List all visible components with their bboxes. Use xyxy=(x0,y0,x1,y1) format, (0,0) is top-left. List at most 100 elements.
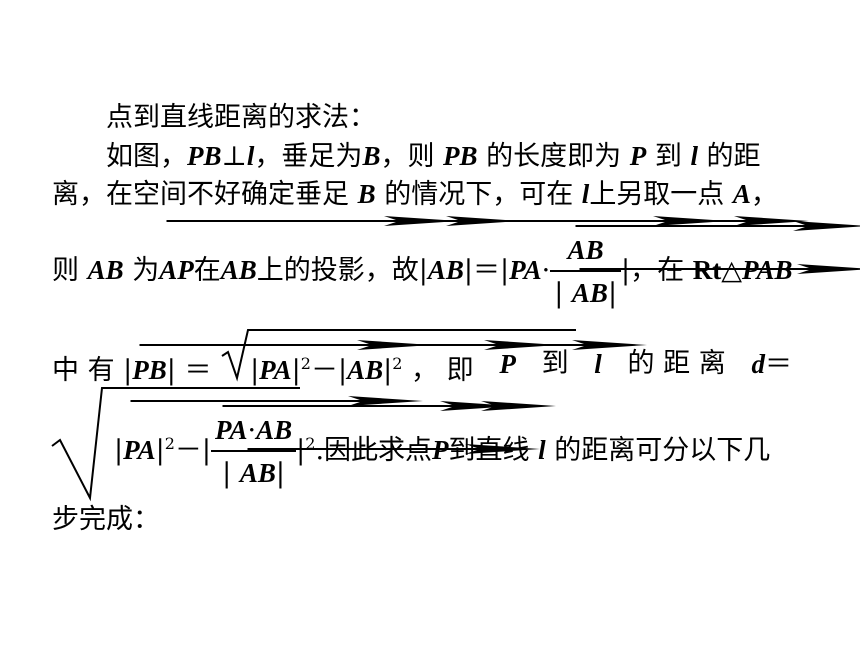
vector-label: AB xyxy=(220,255,257,285)
fraction-bar xyxy=(550,269,622,272)
text: |＝| xyxy=(463,255,510,286)
abs-bar: | xyxy=(155,435,165,466)
vector-label: AB xyxy=(571,277,608,308)
math-l: l xyxy=(246,141,255,171)
large-sqrt-sign-icon xyxy=(51,387,300,502)
abs-bar: | xyxy=(554,277,564,309)
fraction-numerator: PA·AB xyxy=(211,413,296,450)
vector-arrow-icon xyxy=(347,339,647,351)
vector-label: AB xyxy=(256,414,293,445)
vector-arrow-icon xyxy=(572,263,860,275)
text: 上的投影，故| xyxy=(256,255,428,286)
text: 的距离可分以下几 xyxy=(554,435,771,466)
vector-label: PB xyxy=(132,355,167,385)
text: ，垂足为 xyxy=(254,141,363,172)
abs-bar: | xyxy=(114,435,124,466)
vector-PA: PA xyxy=(215,413,248,447)
vector-label: AB xyxy=(567,234,604,265)
paragraph-line-6: 步完成： xyxy=(52,502,160,538)
vector-AB: AB xyxy=(572,276,608,310)
text: ， 即 xyxy=(411,355,474,386)
text: 的距 xyxy=(706,141,761,172)
abs-bar: | xyxy=(222,457,232,489)
paragraph-line-2: 离，在空间不好确定垂足 B 的情况下，可在 l上另取一点 A， xyxy=(52,176,778,213)
math-PB: PB xyxy=(443,141,478,171)
perp-symbol: ⊥ xyxy=(221,141,247,172)
fraction-denominator: | AB| xyxy=(550,272,621,311)
text: 中 有 | xyxy=(52,355,133,386)
text: 的 距 离 xyxy=(627,348,726,379)
abs-bar: | xyxy=(607,277,618,309)
abs-bar: | xyxy=(296,435,306,466)
vector-arrow-icon xyxy=(256,400,556,412)
math-AB: AB xyxy=(87,255,124,285)
vector-label: PA xyxy=(259,355,292,385)
vector-arrow-icon xyxy=(568,220,860,232)
vector-PB: PB xyxy=(132,352,167,388)
radical-1: |PA|2－|AB|2 xyxy=(220,329,402,389)
text: 到 xyxy=(654,141,682,172)
math-Rt-triangle: Rt△ xyxy=(692,255,743,285)
abs-bar: | xyxy=(250,355,260,386)
math-B: B xyxy=(357,179,376,209)
math-B: B xyxy=(362,141,381,171)
vector-label: AB xyxy=(347,355,384,385)
fraction-denominator: | AB| xyxy=(211,452,296,491)
fraction: PA·AB| AB| xyxy=(211,413,296,491)
dot-operator: · xyxy=(247,414,257,446)
math-l: l xyxy=(538,435,546,465)
vector-PA: PA xyxy=(259,352,292,388)
text: 的长度即为 xyxy=(486,141,622,172)
abs-bar: | xyxy=(275,457,285,489)
text: 为 xyxy=(132,255,160,286)
vector-AB: AB xyxy=(256,413,292,447)
text: 如图， xyxy=(106,141,187,172)
vector-AB: AB xyxy=(221,228,257,312)
minus: －| xyxy=(174,435,212,466)
math-P: P xyxy=(499,349,516,379)
math-d: d xyxy=(751,349,765,379)
math-PB: PB xyxy=(187,141,222,171)
vector-AB: AB xyxy=(568,233,604,267)
math-PAB: PAB xyxy=(742,255,793,285)
vector-AB: AB xyxy=(240,456,276,490)
text: 离，在空间不好确定垂足 xyxy=(52,179,349,210)
paragraph-line-5: |PA|2－|PA·AB| AB||2.因此求点P到直线 l 的距离可分以下几 xyxy=(114,402,770,493)
text: 步完成： xyxy=(52,504,160,535)
paragraph-line-1: 如图，PB⊥l，垂足为B，则 PB 的长度即为 P 到 l 的距 xyxy=(106,138,761,175)
sqrt-sign-icon xyxy=(221,329,577,382)
text: | ＝ xyxy=(166,355,212,386)
vector-label: AB xyxy=(427,255,464,285)
line-4-right: d＝ xyxy=(751,346,792,389)
vector-label: AP xyxy=(159,255,194,285)
vector-AB: AB xyxy=(428,228,464,312)
text: |，在 xyxy=(621,255,685,286)
fraction: AB| AB| xyxy=(550,233,621,311)
vector-AB: AB xyxy=(347,352,383,388)
heading-text: 点到直线距离的求法： xyxy=(106,102,376,133)
exponent: 2 xyxy=(300,354,311,373)
math-l: l xyxy=(594,349,602,379)
dot-operator: · xyxy=(541,255,551,286)
math-l: l xyxy=(690,141,698,171)
equals: ＝ xyxy=(764,349,792,380)
abs-bar: | xyxy=(383,355,393,386)
text: ，则 xyxy=(380,141,435,172)
vector-label: PA xyxy=(215,414,248,445)
vector-label: AB xyxy=(239,457,276,488)
vector-PA: PA xyxy=(509,228,542,312)
math-l: l xyxy=(581,179,590,209)
fraction-bar xyxy=(211,449,297,452)
line-4-left: 中 有 |PB| ＝ |PA|2－|AB|2 ， 即 xyxy=(52,329,474,389)
text: 到 xyxy=(541,348,569,379)
vector-PA: PA xyxy=(123,408,156,492)
text: ， xyxy=(750,179,778,210)
paragraph-line-4: 中 有 |PB| ＝ |PA|2－|AB|2 ， 即 P 到 l 的 距 离 d… xyxy=(52,329,792,389)
exponent: 2 xyxy=(164,434,175,453)
math-P: P xyxy=(629,141,647,171)
exponent: 2 xyxy=(305,434,316,453)
abs-bar: | xyxy=(291,355,301,386)
fraction-numerator: AB xyxy=(550,233,621,270)
vector-label: PA xyxy=(509,255,542,285)
